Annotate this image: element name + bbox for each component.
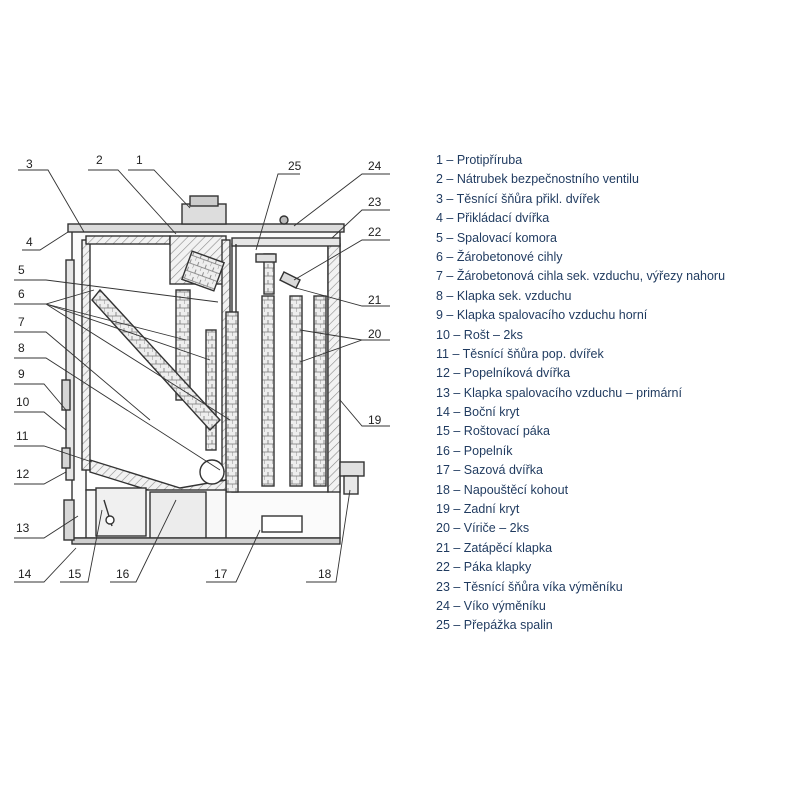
legend-item: 15 – Roštovací páka [436, 424, 550, 439]
boiler-cross-section-diagram: 3 2 1 25 24 23 22 4 5 6 21 7 20 8 9 10 1… [14, 153, 390, 583]
legend-item: 7 – Žárobetonová cihla sek. vzduchu, výř… [436, 269, 726, 284]
callout-8: 8 [18, 341, 25, 355]
legend-item: 13 – Klapka spalovacího vzduchu – primár… [436, 385, 682, 400]
legend-item: 9 – Klapka spalovacího vzduchu horní [436, 308, 648, 323]
callout-16: 16 [116, 567, 130, 581]
legend-item: 20 – Víriče – 2ks [436, 521, 530, 536]
legend-item: 18 – Napouštěcí kohout [436, 482, 569, 497]
leader-lines [14, 169, 390, 583]
legend-item: 1 – Protipříruba [436, 153, 523, 167]
legend-item: 23 – Těsnící šňůra víka výměníku [436, 579, 623, 594]
legend-item: 16 – Popelník [436, 443, 513, 458]
legend-item: 22 – Páka klapky [436, 560, 532, 575]
callout-labels: 3 2 1 25 24 23 22 4 5 6 21 7 20 8 9 10 1… [16, 153, 382, 581]
callout-23: 23 [368, 195, 382, 209]
callout-18: 18 [318, 567, 332, 581]
legend-item: 8 – Klapka sek. vzduchu [436, 288, 572, 303]
legend-item: 2 – Nátrubek bezpečnostního ventilu [436, 172, 639, 187]
callout-7: 7 [18, 315, 25, 329]
legend-item: 5 – Spalovací komora [436, 230, 557, 245]
legend-item: 21 – Zatápěcí klapka [436, 540, 553, 555]
callout-17: 17 [214, 567, 228, 581]
legend-item: 17 – Sazová dvířka [436, 463, 544, 478]
callout-15: 15 [68, 567, 82, 581]
callout-3: 3 [26, 157, 33, 171]
callout-10: 10 [16, 395, 30, 409]
callout-1: 1 [136, 153, 143, 167]
callout-24: 24 [368, 159, 382, 173]
callout-25: 25 [288, 159, 302, 173]
callout-22: 22 [368, 225, 382, 239]
parts-legend: 1 – Protipříruba 2 – Nátrubek bezpečnostn… [436, 151, 725, 636]
legend-item: 11 – Těsnící šňůra pop. dvířek [436, 346, 604, 361]
callout-19: 19 [368, 413, 382, 427]
callout-21: 21 [368, 293, 382, 307]
callout-5: 5 [18, 263, 25, 277]
legend-item: 25 – Přepážka spalin [436, 618, 553, 633]
callout-13: 13 [16, 521, 30, 535]
legend-item: 6 – Žárobetonové cihly [436, 249, 563, 264]
callout-20: 20 [368, 327, 382, 341]
callout-12: 12 [16, 467, 30, 481]
legend-item: 12 – Popelníková dvířka [436, 366, 571, 381]
callout-14: 14 [18, 567, 32, 581]
legend-item: 19 – Zadní kryt [436, 502, 520, 517]
legend-item: 3 – Těsnící šňůra přikl. dvířek [436, 191, 600, 206]
callout-11: 11 [16, 429, 29, 443]
callout-2: 2 [96, 153, 103, 167]
legend-item: 14 – Boční kryt [436, 405, 520, 420]
boiler-body [61, 195, 365, 545]
callout-4: 4 [26, 235, 33, 249]
legend-item: 4 – Přikládací dvířka [436, 211, 550, 226]
legend-item: 24 – Víko výměníku [436, 598, 546, 613]
legend-item: 10 – Rošt – 2ks [436, 327, 523, 342]
callout-9: 9 [18, 367, 25, 381]
callout-6: 6 [18, 287, 25, 301]
